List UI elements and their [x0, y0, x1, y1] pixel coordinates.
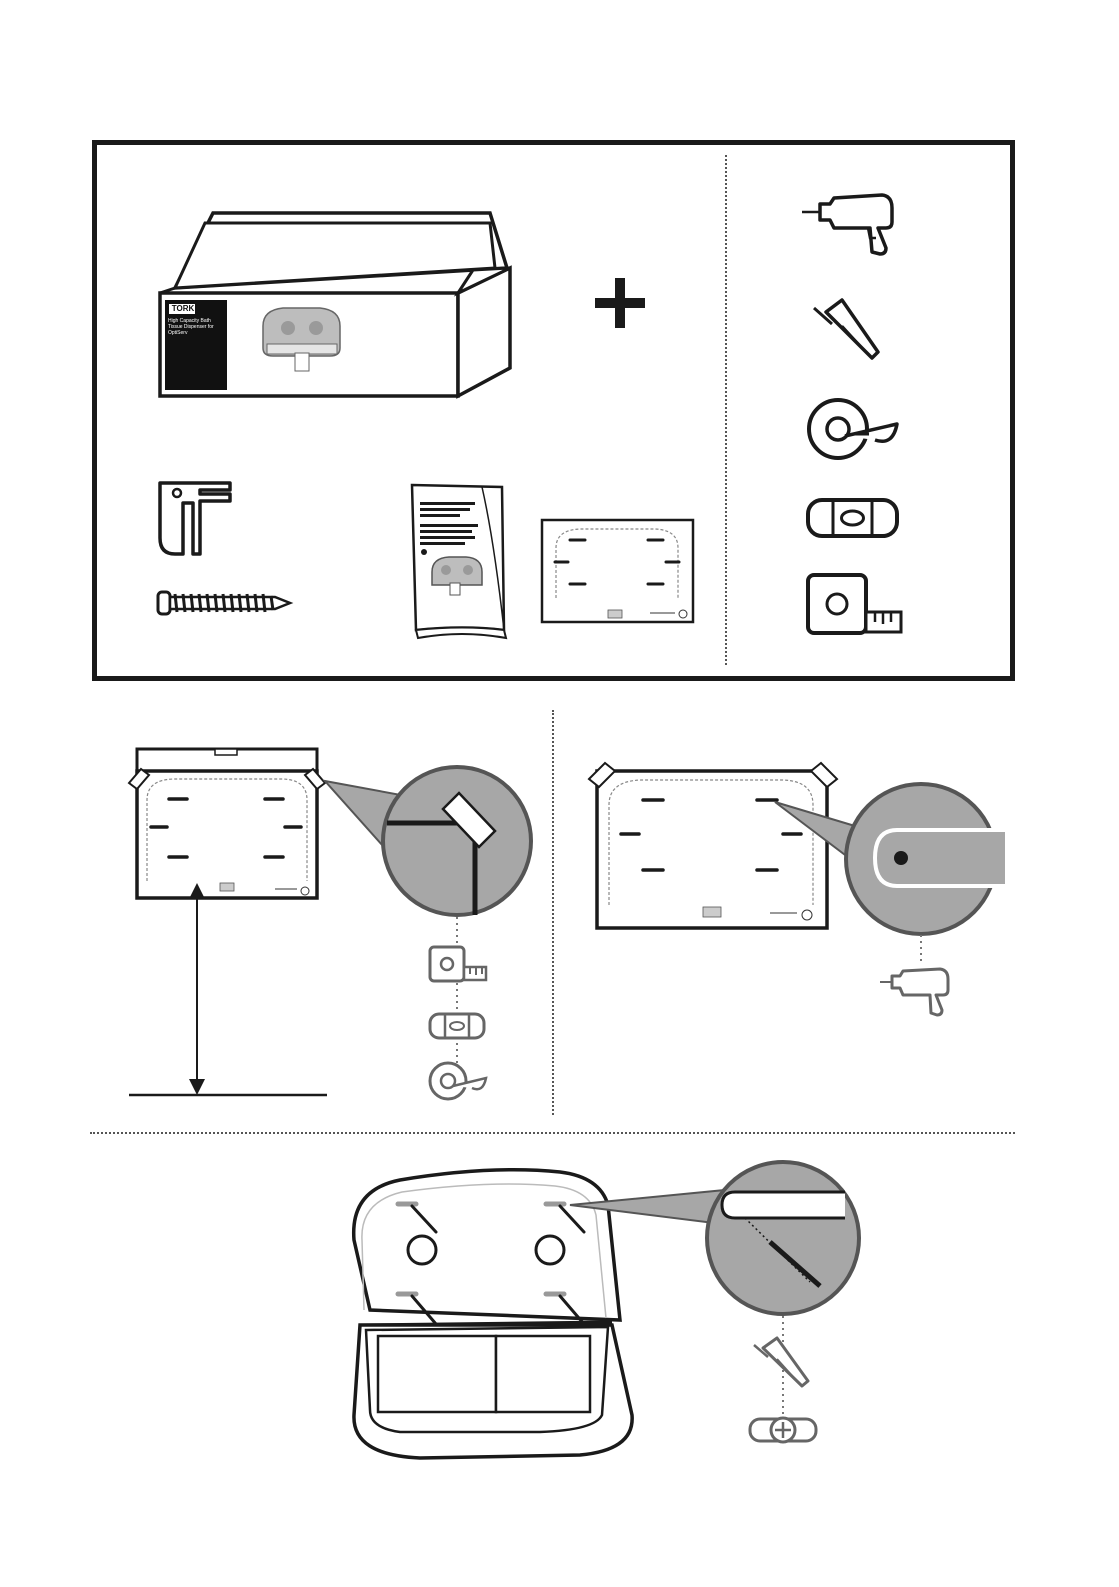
tape-icon — [428, 1060, 488, 1102]
box-label-text: High Capacity Bath Tissue Dispenser for … — [168, 318, 224, 336]
screw-icon — [155, 588, 295, 618]
level-plus-icon — [748, 1415, 818, 1445]
drill-icon — [800, 190, 900, 260]
level-icon — [428, 1012, 486, 1040]
level-icon — [805, 497, 900, 539]
bracket-key-icon — [155, 478, 235, 558]
box-logo-text: TORK — [170, 304, 196, 313]
tape-measure-icon — [805, 572, 905, 638]
screwdriver-icon — [812, 296, 884, 362]
screwdriver-icon — [752, 1335, 812, 1389]
bottom-divider — [90, 1132, 1015, 1134]
tape-icon — [805, 396, 900, 462]
tape-measure-icon — [428, 945, 490, 983]
box-icon — [155, 208, 525, 408]
manual-booklet-icon — [404, 480, 514, 645]
middle-divider — [552, 710, 554, 1115]
box-label-line-3: OptiServ — [168, 330, 224, 336]
drilling-template-icon — [540, 518, 695, 626]
plus-icon — [593, 276, 647, 330]
drill-icon — [878, 966, 954, 1018]
panel-divider — [725, 155, 727, 665]
step-template-placement — [125, 745, 545, 1105]
